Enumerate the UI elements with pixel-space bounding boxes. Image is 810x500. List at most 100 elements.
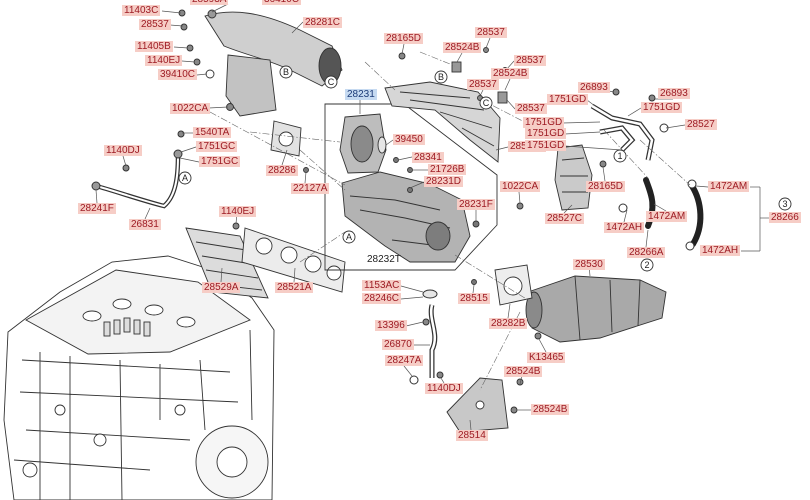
- part-label-36410c[interactable]: 36410C: [262, 0, 302, 5]
- part-label-28246c[interactable]: 28246C: [362, 293, 402, 304]
- part-label-21726b[interactable]: 21726B: [428, 164, 467, 175]
- part-label-28524b[interactable]: 28524B: [504, 366, 543, 377]
- part-label-1751gd[interactable]: 1751GD: [641, 102, 683, 113]
- part-label-26831[interactable]: 26831: [129, 219, 161, 230]
- leader-line: [95, 189, 98, 204]
- part-label-28537[interactable]: 28537: [139, 19, 171, 30]
- part-label-1751gd[interactable]: 1751GD: [525, 140, 567, 151]
- part-label-k13465[interactable]: K13465: [527, 352, 566, 363]
- coolant-pipe-inner: [591, 104, 654, 161]
- leader-line: [456, 52, 463, 63]
- part-label-28537[interactable]: 28537: [515, 103, 547, 114]
- part-label-28286[interactable]: 28286: [266, 165, 298, 176]
- part-label-28537[interactable]: 28537: [467, 79, 499, 90]
- heat-shield-ribs: [195, 241, 263, 291]
- part-label-28341[interactable]: 28341: [412, 152, 444, 163]
- part-label-22127a[interactable]: 22127A: [291, 183, 330, 194]
- part-label-1751gd[interactable]: 1751GD: [525, 128, 567, 139]
- part-label-28231d[interactable]: 28231D: [424, 176, 464, 187]
- part-label-1472am[interactable]: 1472AM: [708, 181, 750, 192]
- part-label-28241f[interactable]: 28241F: [78, 203, 116, 214]
- converter-body: [527, 275, 667, 343]
- part-label-28231[interactable]: 28231: [345, 89, 377, 100]
- part-label-1022ca[interactable]: 1022CA: [500, 181, 541, 192]
- part-label-1140dj[interactable]: 1140DJ: [425, 383, 463, 394]
- heat-shield-ribs: [560, 157, 588, 193]
- part-label-1140dj[interactable]: 1140DJ: [104, 145, 142, 156]
- part-label-28515[interactable]: 28515: [458, 293, 490, 304]
- part-label-28266[interactable]: 28266: [769, 212, 801, 223]
- part-label-28521a[interactable]: 28521A: [275, 282, 314, 293]
- center-line: [454, 254, 529, 301]
- leader-line: [196, 73, 208, 76]
- part-label-28527[interactable]: 28527: [685, 119, 717, 130]
- leader-line: [169, 24, 184, 27]
- callout-circle: [342, 230, 356, 244]
- part-label-1751gd[interactable]: 1751GD: [547, 94, 589, 105]
- part-label-1140ej[interactable]: 1140EJ: [219, 206, 257, 217]
- part-label-1751gc[interactable]: 1751GC: [196, 141, 238, 152]
- leader-line: [440, 377, 445, 384]
- intake-pipe-28281C: [178, 9, 343, 117]
- part-label-28527c[interactable]: 28527C: [545, 213, 585, 224]
- part-label-28524b[interactable]: 28524B: [531, 404, 570, 415]
- center-line: [299, 149, 346, 191]
- part-label-39450[interactable]: 39450: [393, 134, 425, 145]
- part-label-39410c[interactable]: 39410C: [158, 69, 198, 80]
- leader-line: [400, 285, 424, 293]
- part-label-1153ac[interactable]: 1153AC: [362, 280, 402, 291]
- part-label-28282b[interactable]: 28282B: [489, 318, 528, 329]
- valve-spring: [113, 319, 121, 335]
- part-label-1472am[interactable]: 1472AM: [646, 211, 688, 222]
- part-label-28165d[interactable]: 28165D: [384, 33, 424, 44]
- leader-line: [518, 191, 521, 204]
- part-label-1472ah[interactable]: 1472AH: [604, 222, 645, 233]
- callout-marker: B: [434, 70, 448, 84]
- bracket-28514: [446, 332, 542, 433]
- part-label-26893[interactable]: 26893: [658, 88, 690, 99]
- callout-circle: [279, 65, 293, 79]
- part-label-28530[interactable]: 28530: [573, 259, 605, 270]
- part-label-28165d[interactable]: 28165D: [586, 181, 626, 192]
- valve-spring: [103, 321, 111, 337]
- part-label-26893[interactable]: 26893: [578, 82, 610, 93]
- part-label-13396[interactable]: 13396: [375, 320, 407, 331]
- part-label-28247a[interactable]: 28247A: [385, 355, 424, 366]
- part-label-1022ca[interactable]: 1022CA: [170, 103, 211, 114]
- leader-line: [507, 303, 511, 319]
- part-label-28537[interactable]: 28537: [514, 55, 546, 66]
- part-label-28281c[interactable]: 28281C: [303, 17, 343, 28]
- part-label-1540ta[interactable]: 1540TA: [193, 127, 232, 138]
- part-label-26870[interactable]: 26870: [382, 339, 414, 350]
- banjo-bolt: [173, 149, 183, 159]
- part-label-11403c[interactable]: 11403C: [122, 5, 161, 16]
- part-label-1751gd[interactable]: 1751GD: [523, 117, 565, 128]
- heat-shield-plate: [384, 81, 501, 163]
- part-label-28524b[interactable]: 28524B: [443, 42, 482, 53]
- leader-line: [405, 321, 424, 327]
- part-label-28231f[interactable]: 28231F: [457, 199, 495, 210]
- leader-line: [220, 267, 223, 283]
- part-label-1751gc[interactable]: 1751GC: [199, 156, 241, 167]
- gasket-28246C: [422, 289, 438, 299]
- center-line: [209, 111, 346, 186]
- hose-28266: [689, 183, 704, 247]
- part-label-28266a[interactable]: 28266A: [627, 247, 666, 258]
- leader-line: [211, 3, 229, 13]
- part-label-28524b[interactable]: 28524B: [491, 68, 530, 79]
- leader-line: [469, 419, 472, 431]
- part-label-28514[interactable]: 28514: [456, 430, 488, 441]
- part-label-1140ej[interactable]: 1140EJ: [145, 55, 183, 66]
- converter-inlet: [525, 291, 543, 329]
- part-label-11405b[interactable]: 11405B: [135, 41, 173, 52]
- compressor-inlet: [350, 125, 374, 163]
- part-label-28593a[interactable]: 28593A: [190, 0, 229, 5]
- leader-line: [304, 171, 307, 184]
- part-label-28529a[interactable]: 28529A: [202, 282, 241, 293]
- port-hole: [280, 246, 298, 264]
- leader-line: [400, 296, 424, 300]
- part-label-28537[interactable]: 28537: [475, 27, 507, 38]
- part-label-1472ah[interactable]: 1472AH: [700, 245, 741, 256]
- leader-line: [293, 267, 296, 283]
